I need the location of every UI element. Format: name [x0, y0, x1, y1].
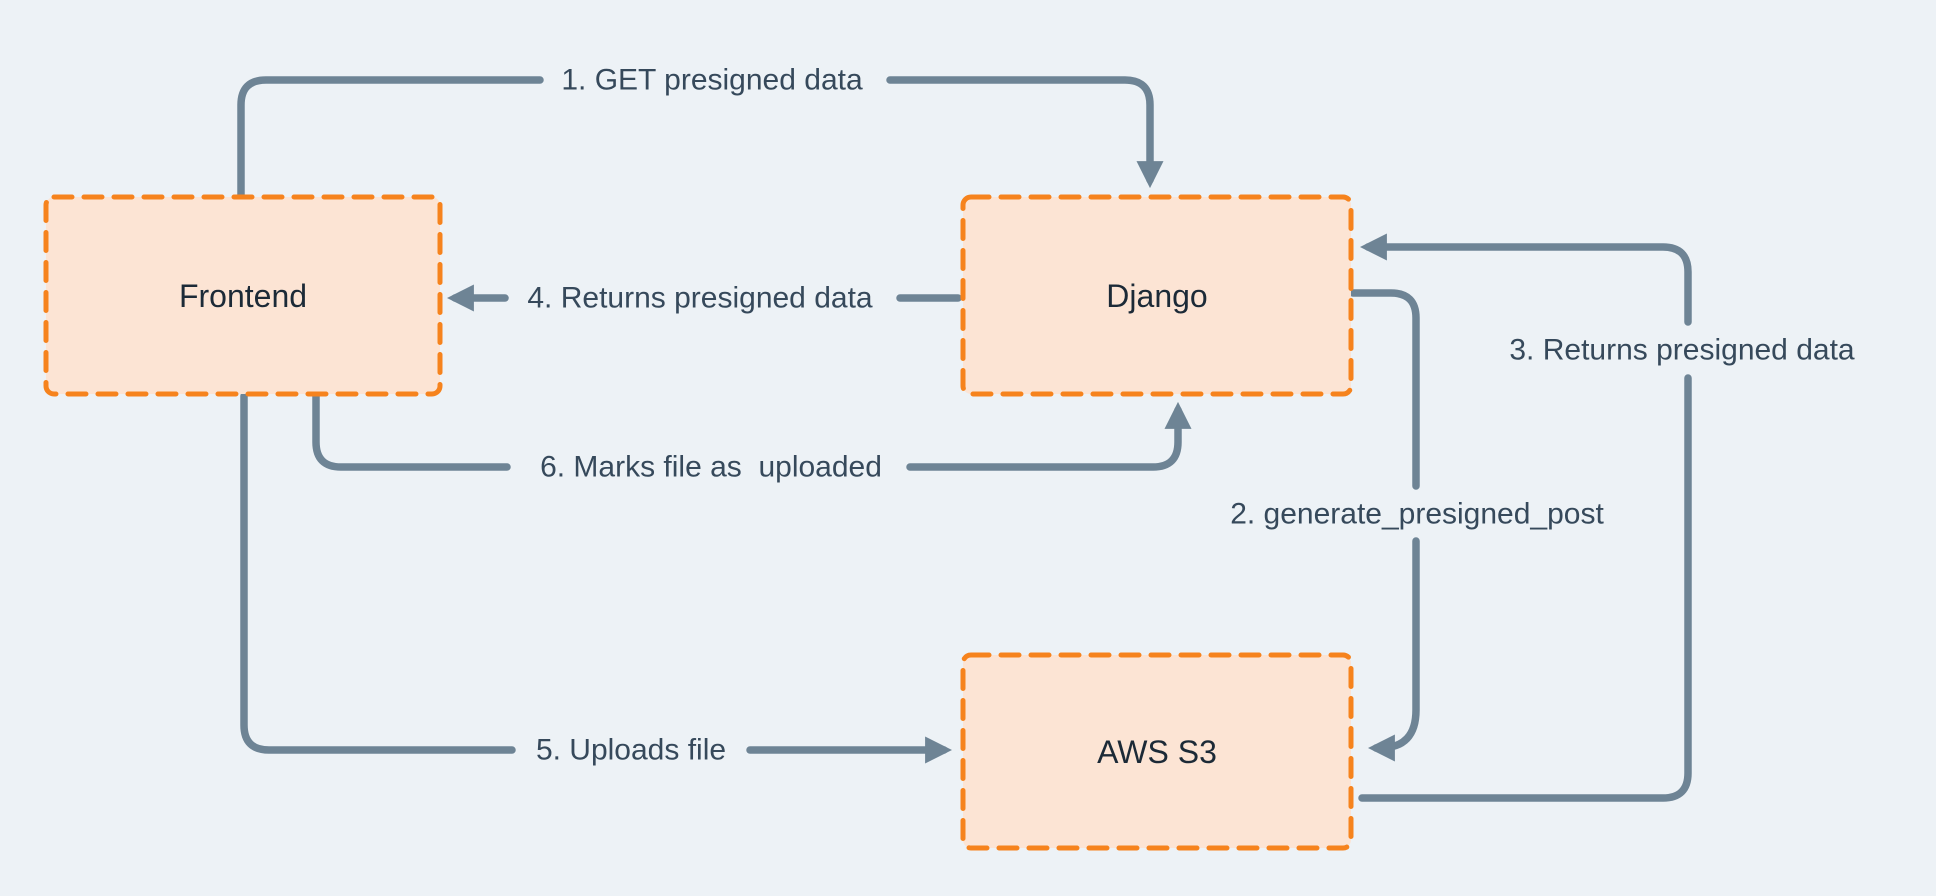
edge-4-label: 4. Returns presigned data [527, 282, 873, 315]
edge-3-label: 3. Returns presigned data [1509, 334, 1855, 367]
edge-1-path [237, 76, 544, 199]
node-django-box [960, 194, 1354, 397]
edge-2-path [1349, 289, 1420, 490]
edge-5-path [240, 392, 516, 754]
node-django-label: Django [1106, 278, 1207, 314]
edge-6-label: 6. Marks file as uploaded [540, 451, 882, 484]
edge-2-label: 2. generate_presigned_post [1230, 498, 1604, 531]
edge-6-path [312, 392, 511, 471]
node-aws-s3-label: AWS S3 [1097, 734, 1217, 770]
edge-5-label: 5. Uploads file [536, 734, 726, 767]
edge-3-path-arrow [1359, 233, 1692, 326]
edge-6-path-arrow [906, 401, 1192, 471]
edge-2-path-arrow [1367, 537, 1420, 762]
edge-3-path [1358, 374, 1692, 802]
node-aws-s3-box [960, 652, 1354, 851]
node-frontend: Frontend [43, 194, 443, 397]
node-frontend-label: Frontend [179, 278, 307, 314]
edge-1-path-arrow [886, 76, 1164, 189]
node-aws-s3: AWS S3 [960, 652, 1354, 851]
node-frontend-box [43, 194, 443, 397]
node-django: Django [960, 194, 1354, 397]
edge-1-label: 1. GET presigned data [561, 64, 863, 97]
